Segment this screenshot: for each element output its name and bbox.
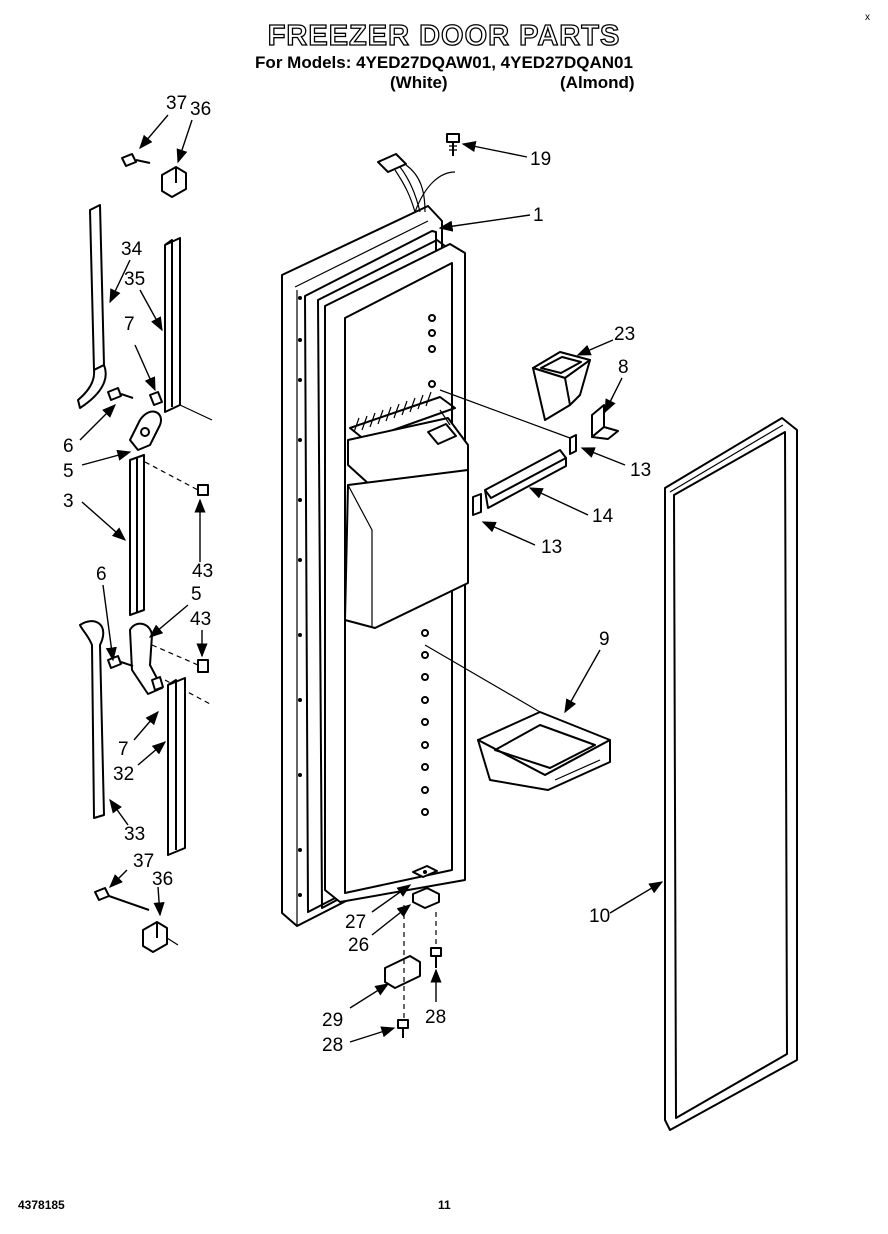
callout-43-lower: 43 <box>190 609 211 630</box>
callout-3: 3 <box>63 491 74 512</box>
callout-13-lower: 13 <box>541 537 562 558</box>
callout-8: 8 <box>618 357 629 378</box>
callout-36-upper: 36 <box>190 99 211 120</box>
ice-chute-louvers <box>349 391 456 441</box>
callout-10: 10 <box>589 906 610 927</box>
callout-1: 1 <box>533 205 544 226</box>
edge-screws <box>298 296 302 897</box>
screw-43-upper <box>197 484 209 496</box>
door-gasket <box>664 417 798 1131</box>
callout-33: 33 <box>124 824 145 845</box>
freezer-door-panel <box>281 205 469 927</box>
callout-43-upper: 43 <box>192 561 213 582</box>
strip-34-upper <box>77 204 107 409</box>
callout-35: 35 <box>124 269 145 290</box>
screw-6-lower <box>107 655 134 669</box>
hinge-pin-7-upper <box>149 391 163 406</box>
dispenser-housing <box>344 417 469 629</box>
diagram-title: FREEZER DOOR PARTS <box>267 19 621 52</box>
callout-37-lower: 37 <box>133 851 154 872</box>
models-line: For Models: 4YED27DQAW01, 4YED27DQAN01 <box>255 53 633 72</box>
hinge-pin-37-lower <box>94 887 150 911</box>
trim-strip-14 <box>484 449 567 509</box>
bottom-hinge-29 <box>384 955 421 989</box>
wire-harness <box>377 153 456 213</box>
hinge-pin-37-upper <box>121 153 151 167</box>
callout-14: 14 <box>592 506 614 527</box>
variant-white-label: (White) <box>390 73 448 92</box>
clip-13-upper <box>569 434 577 455</box>
callout-6-upper: 6 <box>63 436 74 457</box>
document-number: 4378185 <box>18 1198 65 1212</box>
callout-27: 27 <box>345 912 366 933</box>
callout-37-upper: 37 <box>166 93 187 114</box>
callout-5-lower: 5 <box>191 584 202 605</box>
hinge-block-36-lower <box>142 921 179 953</box>
clip-13-lower <box>472 493 482 516</box>
callout-32: 32 <box>113 764 134 785</box>
spacer-26 <box>412 887 440 909</box>
callout-34: 34 <box>121 239 143 260</box>
callout-13-upper: 13 <box>630 460 651 481</box>
shelf-support-holes <box>421 314 436 816</box>
washer-27 <box>412 865 438 878</box>
corner-mark: x <box>865 12 870 23</box>
callout-19: 19 <box>530 149 551 170</box>
variant-almond-label: (Almond) <box>560 73 635 92</box>
callout-9: 9 <box>599 629 610 650</box>
callout-36-lower: 36 <box>152 869 173 890</box>
callout-23: 23 <box>614 324 635 345</box>
ice-chute-23 <box>532 351 591 421</box>
bracket-8 <box>591 404 619 440</box>
callout-29: 29 <box>322 1010 343 1031</box>
strip-34-lower <box>79 620 105 819</box>
screw-43-lower <box>197 659 209 673</box>
callout-28-left: 28 <box>322 1035 343 1056</box>
callout-26: 26 <box>348 935 369 956</box>
channel-35-upper <box>164 237 213 421</box>
door-shelf-bin-9 <box>477 711 611 791</box>
hinge-pin-7-lower <box>151 676 164 691</box>
screw-28-upper <box>430 947 442 968</box>
screw-28-lower <box>397 1019 409 1038</box>
callout-5-upper: 5 <box>63 461 74 482</box>
seal-strip-3 <box>129 454 145 616</box>
screw-19 <box>446 133 460 156</box>
callout-28-right: 28 <box>425 1007 446 1028</box>
callout-labels: 19 1 23 8 13 14 13 9 10 37 36 34 35 7 6 … <box>63 93 651 1056</box>
channel-32-lower <box>167 677 186 856</box>
hinge-bracket-5-upper <box>129 410 162 451</box>
page-number: 11 <box>438 1198 451 1212</box>
callout-6-lower: 6 <box>96 564 107 585</box>
callout-7-lower: 7 <box>118 739 129 760</box>
screw-6-upper <box>107 387 134 401</box>
leader-lines <box>79 114 664 1043</box>
hinge-block-36-upper <box>161 166 187 198</box>
callout-7-upper: 7 <box>124 314 135 335</box>
